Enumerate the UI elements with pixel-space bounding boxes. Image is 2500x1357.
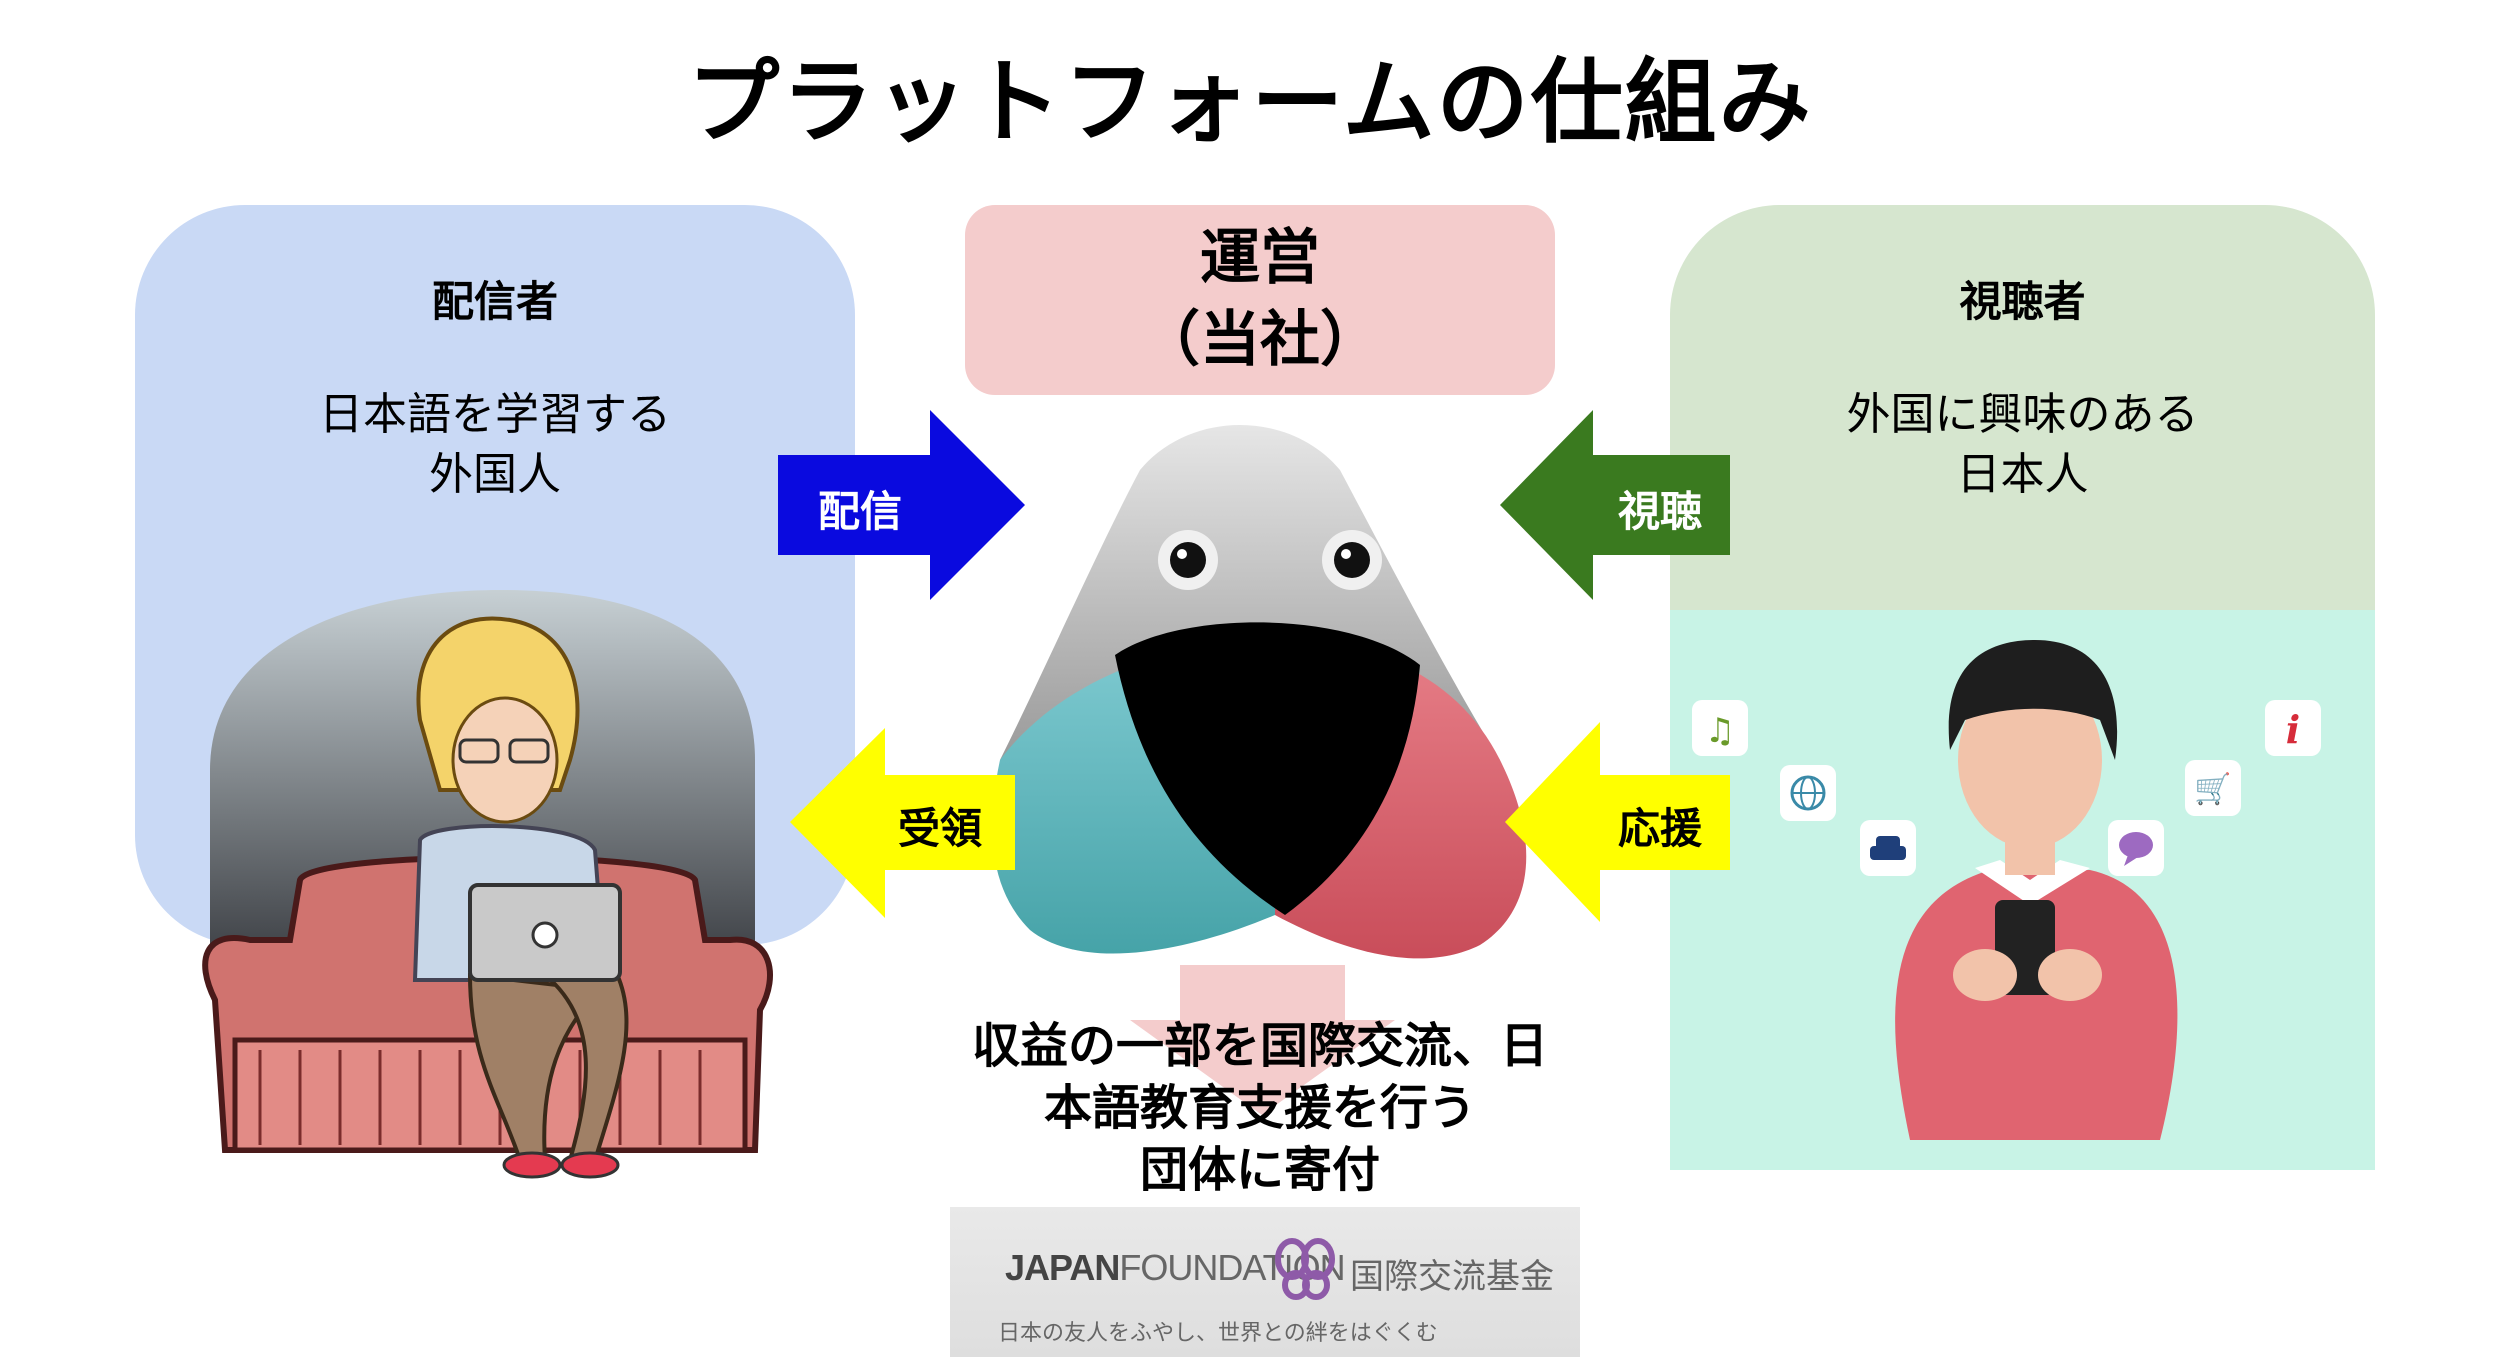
japan-foundation-name: 国際交流基金 — [1350, 1257, 1554, 1297]
operator-box: 運営 （当社） — [965, 205, 1555, 395]
donation-line2: 本語教育支援を行う — [1043, 1080, 1476, 1136]
music-note-icon: ♫ — [1692, 700, 1748, 756]
watch-arrow-label: 視聴 — [1617, 487, 1702, 536]
butterfly-icon — [1275, 1238, 1335, 1300]
svg-text:🛒: 🛒 — [2194, 771, 2231, 807]
donation-arrow — [1130, 965, 1395, 1115]
chat-bubble-icon — [2108, 820, 2164, 876]
viewer-title: 視聴者 — [1959, 277, 2086, 326]
viewer-panel — [1670, 205, 2375, 610]
cart-icon: 🛒 — [2185, 760, 2241, 816]
donation-line3: 団体に寄付 — [1139, 1142, 1380, 1198]
sweater — [1895, 870, 2178, 1140]
receive-arrow — [790, 728, 1015, 918]
svg-text:♫: ♫ — [1705, 711, 1735, 751]
support-arrow — [1505, 722, 1730, 922]
stream-arrow-label: 配信 — [817, 487, 902, 536]
streamer-desc-line1: 日本語を学習する — [319, 389, 671, 440]
japan-foundation-banner: JAPANFOUNDATION 国際交流基金 日本の友人をふやし、世界との絆をは… — [950, 1207, 1580, 1357]
support-arrow-label: 応援 — [1617, 804, 1702, 853]
stream-arrow — [778, 410, 1025, 600]
viewer-desc-line2: 日本人 — [1956, 449, 2089, 500]
page-title: プラットフォームの仕組み — [687, 49, 1813, 156]
face — [451, 696, 559, 824]
japan-foundation-tagline: 日本の友人をふやし、世界との絆をはぐくむ — [998, 1321, 1438, 1346]
operator-line1: 運営 — [1200, 223, 1320, 293]
operator-line2: （当社） — [1140, 305, 1380, 375]
watch-arrow — [1500, 410, 1730, 600]
svg-text:i: i — [2286, 707, 2300, 752]
info-icon: i — [2265, 700, 2321, 756]
donation-text: 収益の一部を国際交流、日 本語教育支援を行う 団体に寄付 — [930, 1015, 1590, 1201]
streamer-illustration — [202, 590, 773, 1179]
streamer-desc-line2: 外国人 — [429, 449, 561, 500]
donation-line1: 収益の一部を国際交流、日 — [971, 1018, 1548, 1074]
globe-icon — [1780, 765, 1836, 821]
car-icon — [1860, 820, 1916, 876]
hair — [1948, 640, 2118, 760]
streamer-title: 配信者 — [431, 277, 558, 326]
face — [1958, 672, 2102, 848]
receive-arrow-label: 受領 — [897, 804, 982, 853]
viewer-desc-line1: 外国に興味のある — [1846, 389, 2199, 440]
mascot-logo — [992, 425, 1527, 959]
viewer-illustration: ♫ 🛒 i — [1692, 640, 2321, 1140]
